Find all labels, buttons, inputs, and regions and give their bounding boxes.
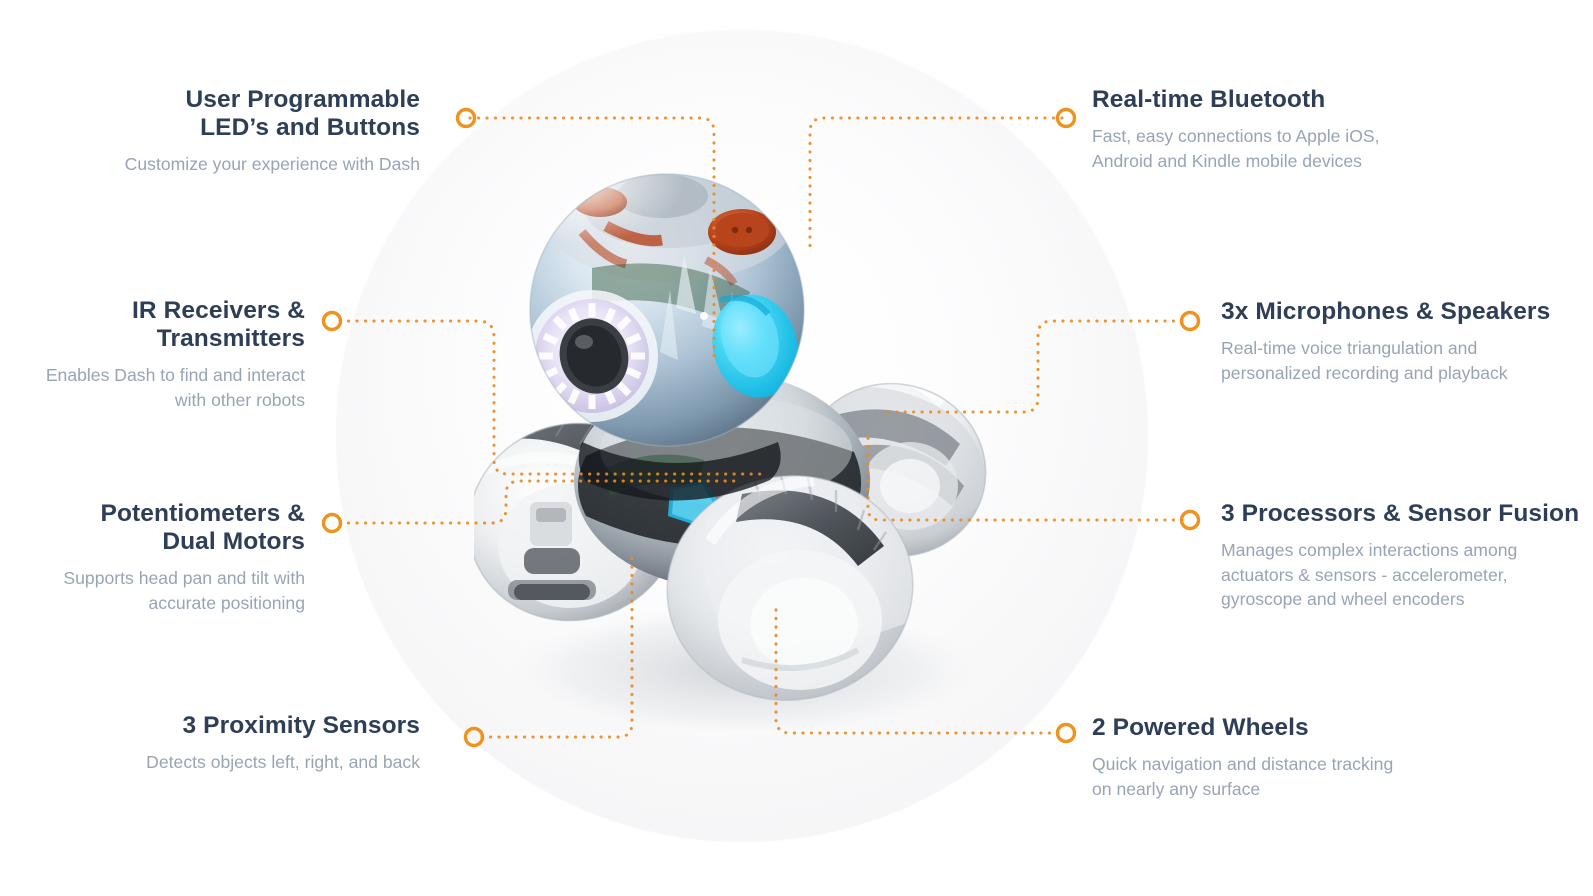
callout-proximity-sensors: 3 Proximity Sensors Detects objects left… (60, 712, 420, 775)
callout-title-line1: 3 Proximity Sensors (182, 712, 420, 739)
callout-description: Enables Dash to find and interact with o… (0, 363, 305, 412)
callout-ir-receivers: IR Receivers & Transmitters Enables Dash… (0, 297, 305, 412)
callout-potentiometers-dual-motors: Potentiometers & Dual Motors Supports he… (0, 500, 305, 615)
callout-title: 3x Microphones & Speakers (1221, 298, 1593, 326)
callout-description: Customize your experience with Dash (60, 152, 420, 177)
callout-title: Real-time Bluetooth (1092, 86, 1492, 114)
callout-title: Potentiometers & Dual Motors (0, 500, 305, 556)
callout-description-line1: Detects objects left, right, and back (146, 752, 420, 772)
callout-description-line2: Android and Kindle mobile devices (1092, 150, 1362, 171)
callout-description-line1: Real-time voice triangulation and (1221, 338, 1478, 358)
callout-description: Detects objects left, right, and back (60, 750, 420, 775)
callout-description: Manages complex interactions among actua… (1221, 538, 1593, 612)
callout-description-line2: personalized recording and playback (1221, 362, 1508, 383)
callout-description: Fast, easy connections to Apple iOS, And… (1092, 124, 1492, 173)
node-processors-sensor-fusion (1179, 509, 1201, 531)
callout-description-line1: Customize your experience with Dash (124, 154, 420, 174)
callout-powered-wheels: 2 Powered Wheels Quick navigation and di… (1092, 714, 1492, 801)
callout-title-line1: Potentiometers & (100, 500, 305, 527)
callout-description-line2: with other robots (174, 389, 305, 410)
node-powered-wheels (1055, 722, 1077, 744)
callout-title-line2: Dual Motors (162, 528, 305, 555)
callout-title-line1: User Programmable (185, 86, 420, 113)
callout-description: Supports head pan and tilt with accurate… (0, 566, 305, 615)
callout-microphones-speakers: 3x Microphones & Speakers Real-time voic… (1221, 298, 1593, 385)
callout-description-line2: actuators & sensors - accelerometer, (1221, 564, 1508, 585)
callout-title-line1: Real-time Bluetooth (1092, 86, 1326, 113)
callout-description-line1: Manages complex interactions among (1221, 540, 1518, 560)
callout-title-line1: IR Receivers & (132, 297, 305, 324)
callout-title-line1: 3 Processors & Sensor Fusion (1221, 500, 1580, 527)
node-microphones-speakers (1179, 310, 1201, 332)
callout-title-line2: Transmitters (156, 325, 305, 352)
node-ir-receivers (321, 310, 343, 332)
dash-robot-illustration (474, 173, 994, 730)
callout-title: 3 Proximity Sensors (60, 712, 420, 740)
callout-real-time-bluetooth: Real-time Bluetooth Fast, easy connectio… (1092, 86, 1492, 173)
callout-title-line1: 2 Powered Wheels (1092, 714, 1309, 741)
callout-processors-sensor-fusion: 3 Processors & Sensor Fusion Manages com… (1221, 500, 1593, 612)
callout-title: 2 Powered Wheels (1092, 714, 1492, 742)
callout-title: IR Receivers & Transmitters (0, 297, 305, 353)
callout-description: Real-time voice triangulation and person… (1221, 336, 1593, 385)
callout-description-line2: on nearly any surface (1092, 778, 1261, 799)
node-potentiometers-dual-motors (321, 512, 343, 534)
callout-description-line1: Supports head pan and tilt with (63, 568, 305, 588)
callout-title: User Programmable LED’s and Buttons (60, 86, 420, 142)
node-real-time-bluetooth (1055, 107, 1077, 129)
callout-user-programmable-leds: User Programmable LED’s and Buttons Cust… (60, 86, 420, 177)
callout-description-line1: Quick navigation and distance tracking (1092, 754, 1394, 774)
callout-description-line3: gyroscope and wheel encoders (1221, 589, 1465, 609)
callout-title-line1: 3x Microphones & Speakers (1221, 298, 1551, 325)
callout-title-line2: LED’s and Buttons (200, 114, 420, 141)
callout-description-line1: Enables Dash to find and interact (45, 365, 305, 385)
callout-description-line1: Fast, easy connections to Apple iOS, (1092, 126, 1380, 146)
node-user-programmable-leds (455, 107, 477, 129)
callout-title: 3 Processors & Sensor Fusion (1221, 500, 1593, 528)
callout-description: Quick navigation and distance tracking o… (1092, 752, 1492, 801)
callout-description-line2: accurate positioning (148, 592, 306, 613)
